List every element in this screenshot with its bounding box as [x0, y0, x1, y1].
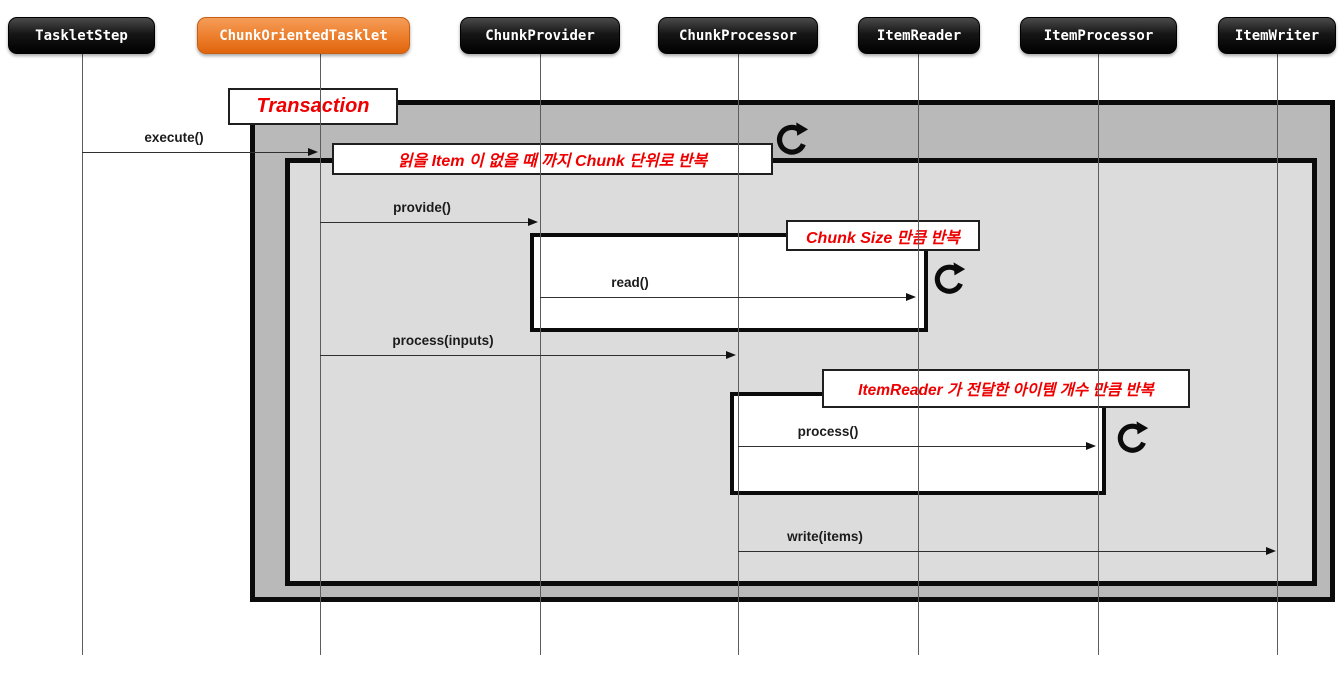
message-label-write-items: write(items) [787, 529, 863, 544]
arrowhead-icon [726, 351, 736, 359]
lifeline-chunkprovider [540, 54, 541, 655]
repeat-icon [1117, 421, 1149, 453]
arrowhead-icon [1266, 547, 1276, 555]
message-label-process-inputs: process(inputs) [392, 333, 494, 348]
message-arrow-write-items [738, 547, 1276, 555]
message-label-provide: provide() [393, 200, 451, 215]
repeat-icon [776, 122, 809, 155]
actor-taskletstep: TaskletStep [8, 17, 155, 54]
actor-itemprocessor: ItemProcessor [1020, 17, 1177, 54]
arrowhead-icon [906, 293, 916, 301]
actor-itemreader: ItemReader [858, 17, 980, 54]
actor-itemwriter: ItemWriter [1218, 17, 1336, 54]
message-arrow-process-inputs [320, 351, 736, 359]
actor-chunkprocessor: ChunkProcessor [658, 17, 818, 54]
process-loop-note: ItemReader 가 전달한 아이템 개수 만큼 반복 [822, 369, 1190, 408]
lifeline-itemprocessor [1098, 54, 1099, 655]
arrowhead-icon [528, 218, 538, 226]
lifeline-itemwriter [1277, 54, 1278, 655]
arrowhead-icon [1086, 442, 1096, 450]
message-label-execute: execute() [144, 130, 204, 145]
message-arrow-execute [82, 148, 318, 156]
lifeline-chunkorientedtasklet [320, 54, 321, 655]
repeat-icon [934, 262, 966, 294]
message-arrow-process [738, 442, 1096, 450]
read-loop-note: Chunk Size 만큼 반복 [786, 220, 980, 251]
chunk-loop-note: 읽을 Item 이 없을 때 까지 Chunk 단위로 반복 [332, 143, 773, 175]
message-label-process: process() [797, 424, 859, 439]
message-arrow-provide [320, 218, 538, 226]
message-arrow-read [540, 293, 916, 301]
arrowhead-icon [308, 148, 318, 156]
lifeline-chunkprocessor [738, 54, 739, 655]
transaction-note: Transaction [228, 88, 398, 125]
actor-chunkprovider: ChunkProvider [460, 17, 620, 54]
lifeline-taskletstep [82, 54, 83, 655]
message-label-read: read() [611, 275, 649, 290]
actor-chunkorientedtasklet: ChunkOrientedTasklet [197, 17, 410, 54]
lifeline-itemreader [918, 54, 919, 655]
